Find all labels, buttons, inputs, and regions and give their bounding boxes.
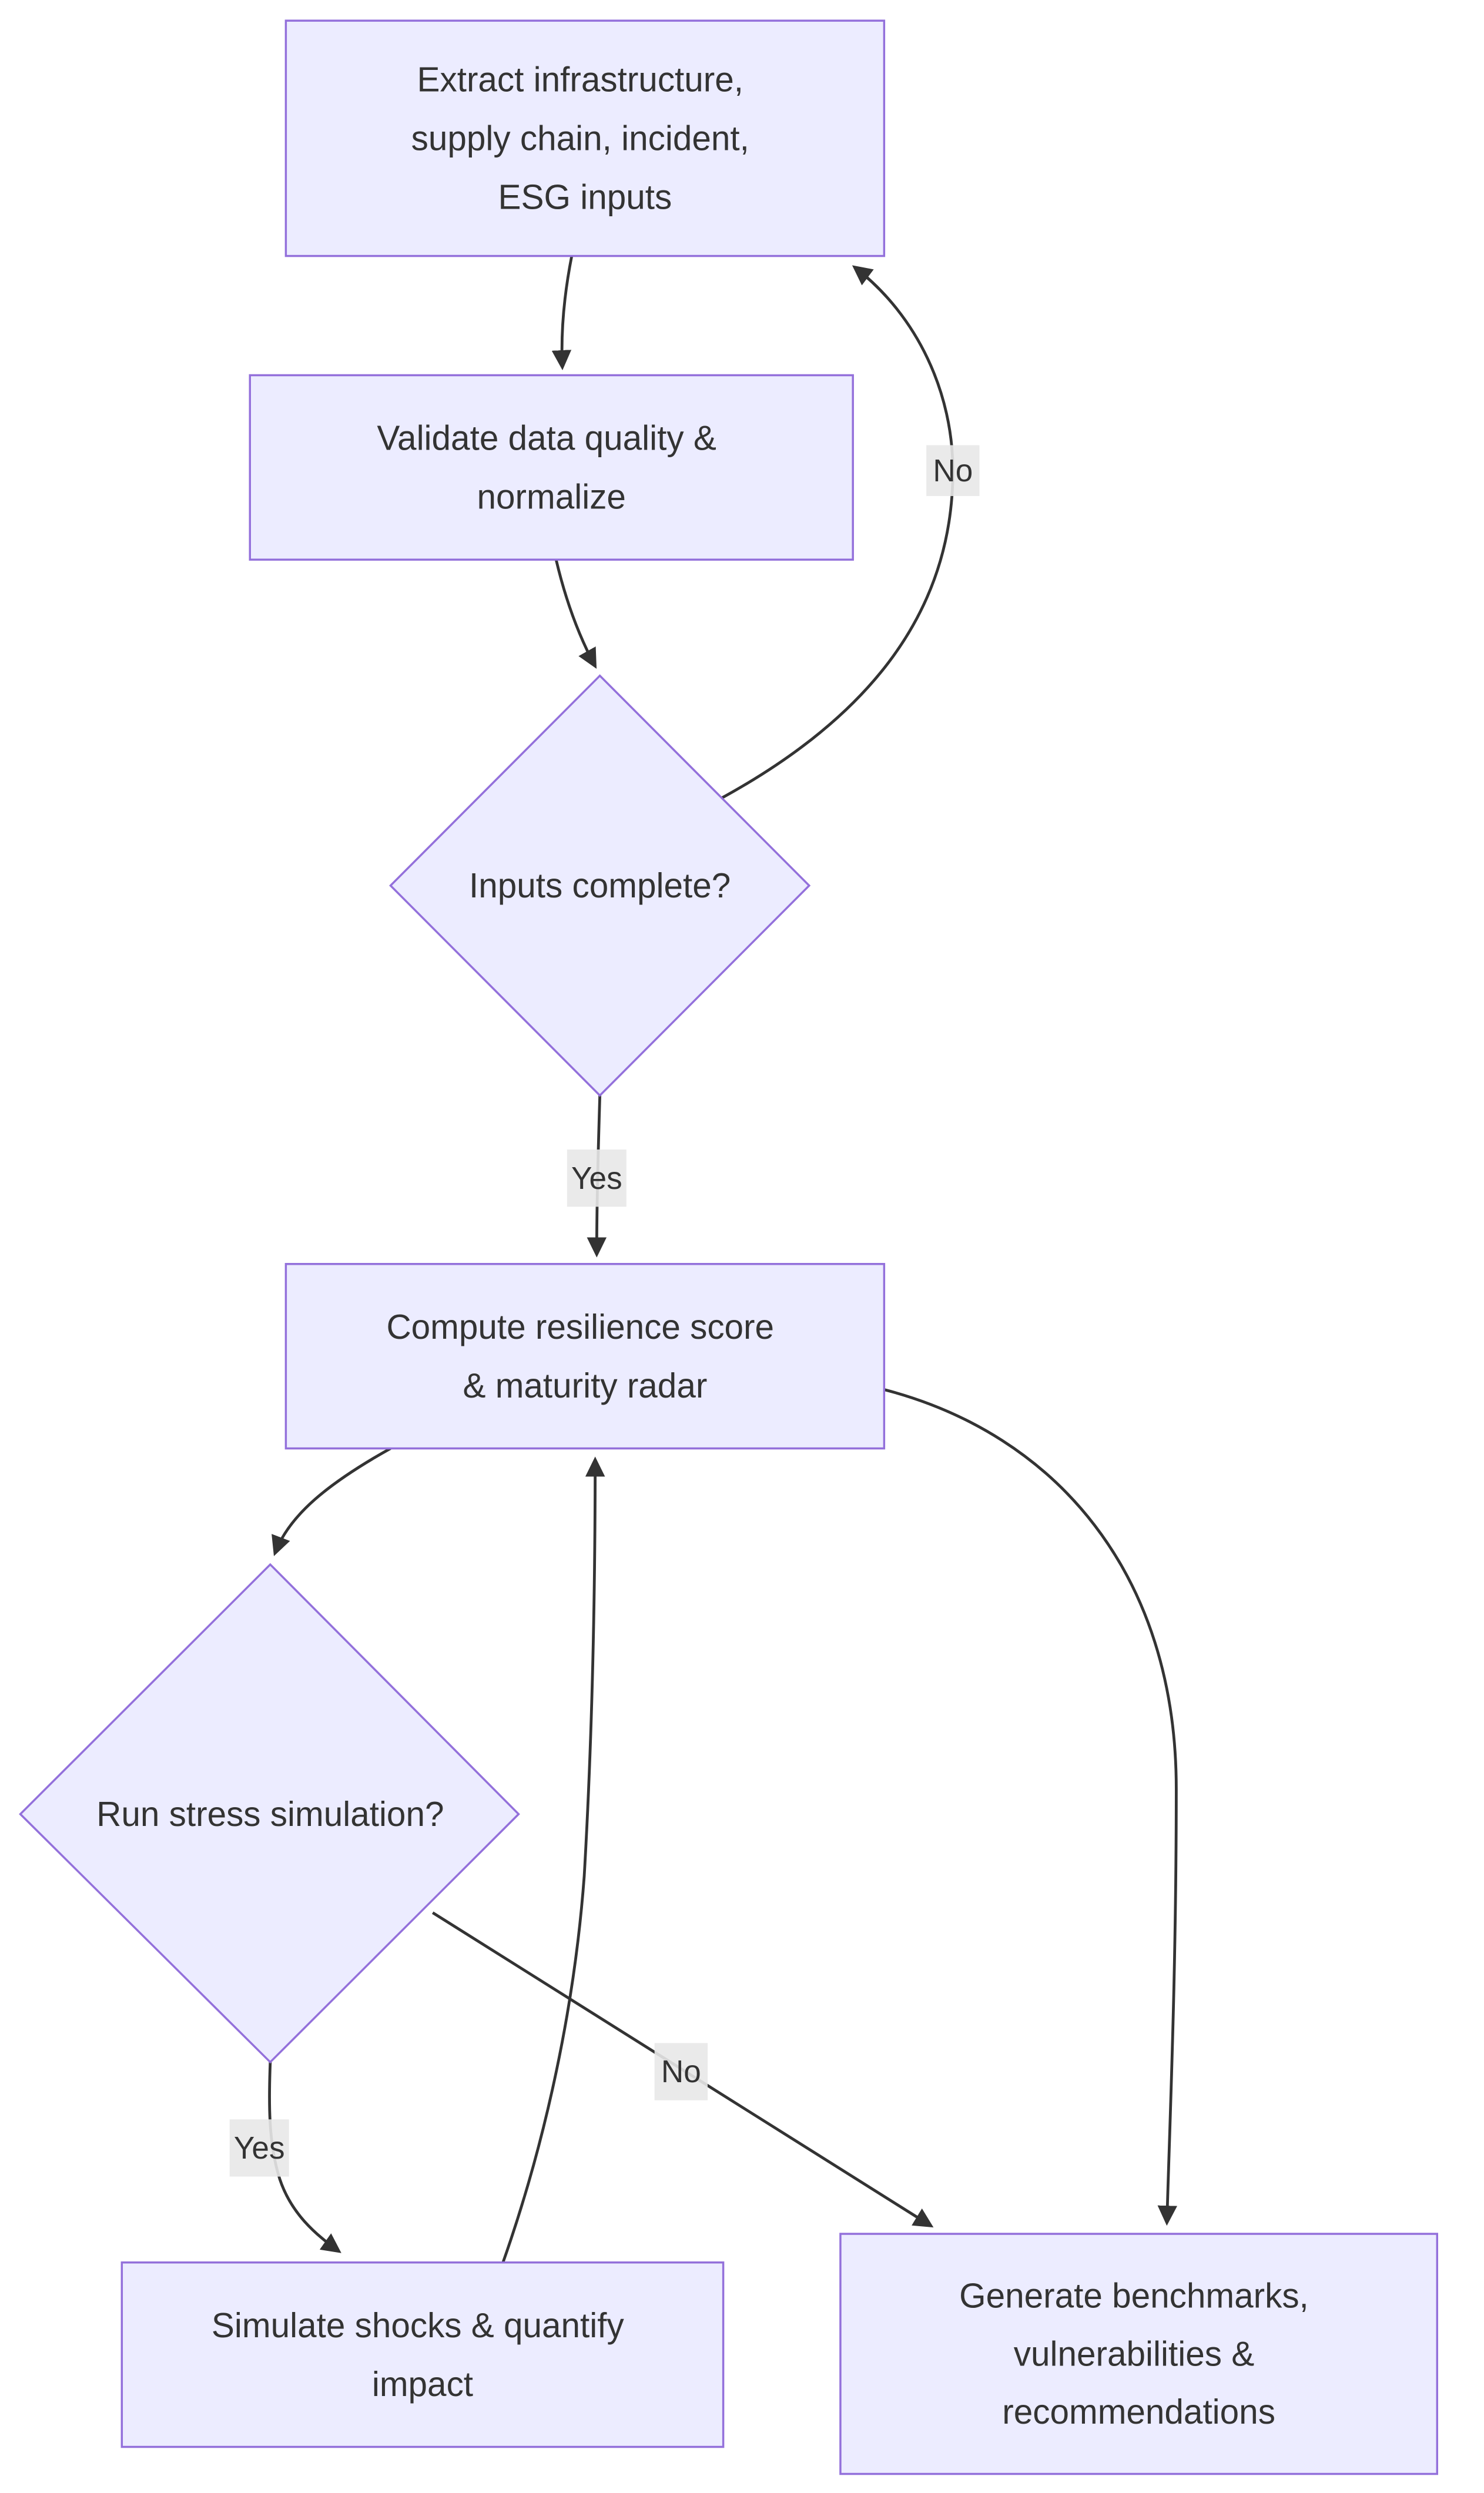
node-run-stress: Run stress simulation?: [19, 1563, 520, 2064]
node-simulate-line-2: impact: [372, 2364, 473, 2404]
node-validate-shape: [249, 374, 854, 561]
node-simulate-line-1: Simulate shocks & quantify: [212, 2306, 624, 2345]
node-validate-line-2: normalize: [477, 477, 626, 517]
node-generate-shape: [839, 2233, 1438, 2475]
node-extract: Extract infrastructure, supply chain, in…: [284, 19, 886, 257]
node-compute: Compute resilience score & maturity rada…: [284, 1263, 886, 1450]
node-simulate-shape: [120, 2261, 725, 2448]
edge-label-text: No: [661, 2054, 701, 2090]
node-inputs-complete: Inputs complete?: [389, 674, 811, 1097]
node-validate-line-1: Validate data quality &: [377, 418, 716, 458]
node-extract-shape: [284, 19, 886, 257]
node-run-stress-shape: [19, 1563, 520, 2064]
nodes-layer: Extract infrastructure, supply chain, in…: [19, 19, 1438, 2475]
node-compute-line-1: Compute resilience score: [386, 1307, 774, 1346]
node-generate-label: Generate benchmarks, vulnerabilities & r…: [959, 2264, 1318, 2431]
edge-label-bg: [926, 445, 980, 497]
edge-inputs-complete-extract-no: [718, 265, 954, 801]
node-validate: Validate data quality & normalize: [249, 374, 854, 561]
node-simulate-label: Simulate shocks & quantify impact: [212, 2294, 634, 2404]
node-extract-line-2: supply chain, incident,: [411, 119, 749, 158]
edge-validate-inputs-complete: [554, 559, 597, 669]
node-extract-label: Extract infrastructure, supply chain, in…: [411, 48, 759, 217]
edge-label-yes-simulate: Yes: [229, 2119, 289, 2177]
edge-extract-validate: [551, 256, 574, 371]
node-compute-line-2: & maturity radar: [463, 1366, 707, 1405]
edge-labels-layer: No Yes Yes No: [229, 445, 980, 2177]
edge-label-no-generate: No: [654, 2043, 708, 2100]
node-inputs-complete-label: Inputs complete?: [469, 866, 731, 906]
edge-label-bg: [229, 2119, 289, 2177]
node-generate-line-1: Generate benchmarks,: [959, 2276, 1309, 2316]
edge-label-text: Yes: [234, 2130, 285, 2166]
node-inputs-complete-shape: [389, 674, 811, 1097]
node-validate-label: Validate data quality & normalize: [377, 407, 726, 517]
node-extract-line-1: Extract infrastructure,: [417, 60, 743, 99]
edge-label-bg: [567, 1149, 627, 1207]
node-extract-line-3: ESG inputs: [498, 177, 672, 217]
edge-label-text: No: [933, 453, 973, 489]
edge-compute-run-stress: [272, 1447, 391, 1556]
node-simulate: Simulate shocks & quantify impact: [120, 2261, 725, 2448]
node-generate-line-2: vulnerabilities &: [1014, 2334, 1254, 2374]
node-compute-label: Compute resilience score & maturity rada…: [386, 1295, 783, 1405]
node-compute-shape: [284, 1263, 886, 1450]
edge-compute-generate: [883, 1388, 1178, 2226]
node-generate: Generate benchmarks, vulnerabilities & r…: [839, 2233, 1438, 2475]
edge-label-no-loop: No: [926, 445, 980, 497]
edge-simulate-compute-return: [501, 1456, 605, 2263]
node-run-stress-label: Run stress simulation?: [96, 1795, 444, 1834]
node-generate-line-3: recommendations: [1002, 2393, 1275, 2432]
edge-label-yes-compute: Yes: [567, 1149, 627, 1207]
edge-label-bg: [654, 2043, 708, 2100]
edge-label-text: Yes: [571, 1160, 622, 1196]
